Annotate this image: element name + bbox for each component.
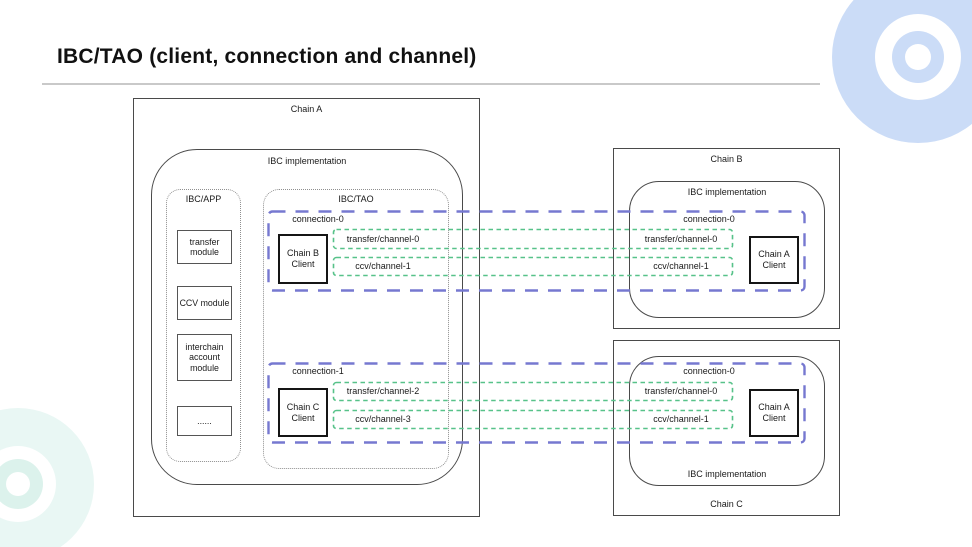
chain-a-ibc-implementation-label: IBC implementation: [267, 156, 347, 166]
module-interchain-account: interchain account module: [177, 334, 232, 381]
chain-a-connection-1-label: connection-1: [292, 366, 344, 376]
ibc-tao-label: IBC/TAO: [338, 194, 374, 204]
ibc-app-label: IBC/APP: [185, 194, 222, 204]
chain-c-client-box: Chain C Client: [278, 388, 328, 437]
module-ellipsis: ......: [177, 406, 232, 436]
chain-a-ccv-channel-3-label: ccv/channel-3: [355, 414, 411, 424]
module-ccv: CCV module: [177, 286, 232, 320]
chain-c-ibc-implementation-label: IBC implementation: [687, 469, 767, 479]
chain-a-label: Chain A: [290, 104, 323, 114]
ibc-app-group: IBC/APP transfer module CCV module inter…: [166, 189, 241, 462]
ibc-tao-group: IBC/TAO: [263, 189, 449, 469]
chain-a-client-box-in-b: Chain A Client: [749, 236, 799, 284]
decor-donut-top-right-core: [905, 44, 931, 70]
chain-b-transfer-channel-0-label: transfer/channel-0: [644, 234, 718, 244]
decor-donut-bottom-left-core: [6, 472, 30, 496]
chain-b-connection-0-label: connection-0: [683, 214, 735, 224]
chain-c-label: Chain C: [710, 499, 743, 509]
title-divider: [42, 83, 820, 85]
chain-a-transfer-channel-0-label: transfer/channel-0: [346, 234, 420, 244]
page-title: IBC/TAO (client, connection and channel): [57, 45, 477, 68]
chain-c-transfer-channel-0-label: transfer/channel-0: [644, 386, 718, 396]
chain-a-ibc-implementation: IBC implementation IBC/APP transfer modu…: [151, 149, 463, 485]
chain-b-client-box: Chain B Client: [278, 234, 328, 284]
chain-b-label: Chain B: [710, 154, 743, 164]
chain-a-connection-0-label: connection-0: [292, 214, 344, 224]
chain-a-ccv-channel-1-label: ccv/channel-1: [355, 261, 411, 271]
chain-a-box: Chain A IBC implementation IBC/APP trans…: [133, 98, 480, 517]
chain-a-client-box-in-c: Chain A Client: [749, 389, 799, 437]
chain-b-ibc-implementation-label: IBC implementation: [687, 187, 767, 197]
chain-b-ccv-channel-1-label: ccv/channel-1: [653, 261, 709, 271]
module-transfer: transfer module: [177, 230, 232, 264]
chain-c-ccv-channel-1-label: ccv/channel-1: [653, 414, 709, 424]
chain-a-transfer-channel-2-label: transfer/channel-2: [346, 386, 420, 396]
chain-c-connection-0-label: connection-0: [683, 366, 735, 376]
